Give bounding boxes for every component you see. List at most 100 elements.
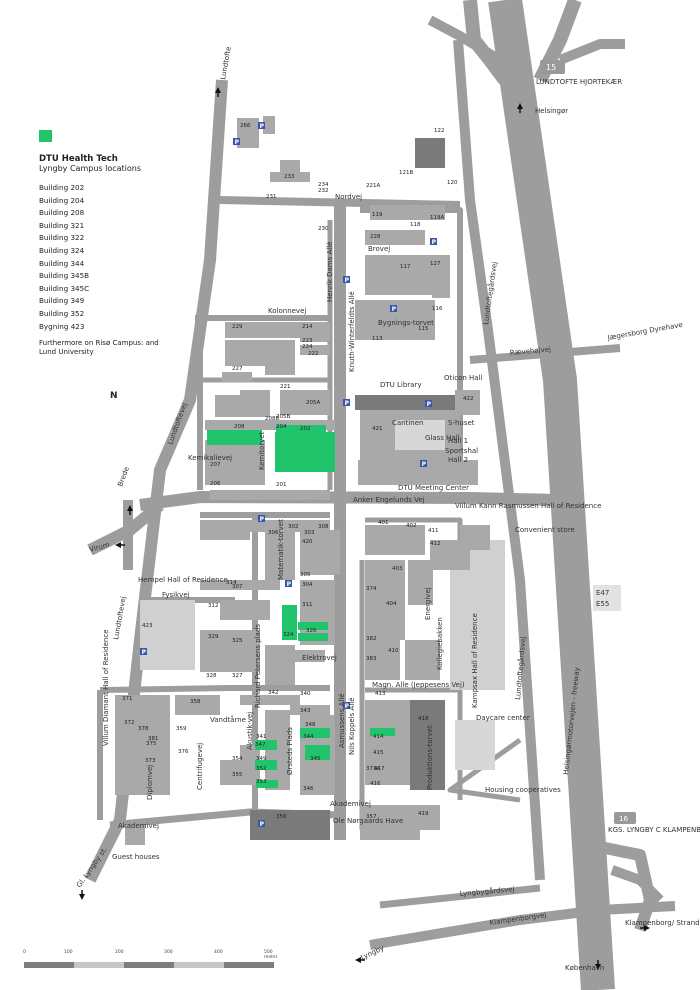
parking-icon-bg <box>390 305 397 312</box>
parking-icon-bg <box>343 276 350 283</box>
legend-item: Building 345C <box>39 283 90 293</box>
building-number: 205A <box>306 400 320 406</box>
map-label: Ole Nørgaards Have <box>333 817 403 825</box>
parking-icon-glyph: P <box>260 516 265 523</box>
legend-item: Building 202 <box>39 183 85 192</box>
road <box>369 901 676 950</box>
map-label: Villum Kann Rasmussen Hall of Residence <box>455 502 601 510</box>
building-number: 415 <box>373 750 384 756</box>
parking-icon-glyph: P <box>235 139 240 146</box>
building-number: 353 <box>256 779 267 785</box>
building-number: 221 <box>280 384 291 390</box>
health-tech-building <box>256 780 278 788</box>
parking-icon: P <box>258 515 265 523</box>
scale-bar: 0 100 200 300 400 500 meter <box>23 950 284 970</box>
route-badge <box>593 585 621 611</box>
building-number: 357 <box>366 814 377 820</box>
exit-16-number: 16 <box>619 815 628 823</box>
road <box>84 79 228 883</box>
building-number: 402 <box>406 523 417 529</box>
building <box>455 390 480 415</box>
legend-item: Building 322 <box>39 233 85 243</box>
parking-icon-glyph: P <box>422 461 427 468</box>
map-label: Magn. Alle (Jeppesens Vej) <box>372 681 465 689</box>
building-number: 328 <box>206 673 217 679</box>
map-label: København <box>565 964 604 972</box>
building-number: 312 <box>208 603 219 609</box>
map-label: Ørsteds Plads <box>286 727 294 775</box>
building <box>200 530 250 540</box>
parking-icon: P <box>258 122 265 130</box>
map-label: Brede <box>116 466 131 488</box>
legend-footnote: Furthermore on Risø Campus: and Lund Uni… <box>39 339 159 357</box>
building-number: 234 <box>318 182 329 188</box>
building <box>408 560 433 605</box>
parking-icon: P <box>233 138 240 146</box>
building-number: 372 <box>124 720 135 726</box>
building <box>222 372 252 382</box>
map-label: Hall 2 <box>448 456 468 464</box>
legend-item: Building 204 <box>39 195 85 205</box>
building-number: 416 <box>370 781 381 787</box>
map-label: Asmussens Allé <box>338 693 346 748</box>
health-tech-building <box>282 605 297 640</box>
map-label: Villum Diamant Hall of Residence <box>102 629 110 746</box>
parking-icon: P <box>430 238 437 246</box>
map-label: Elektrovej <box>302 654 337 662</box>
map-label: DTU Library <box>380 381 422 389</box>
building-number: 378 <box>138 726 149 732</box>
building-number: 204 <box>276 424 287 430</box>
parking-icon: P <box>425 400 432 408</box>
building-number: 304 <box>302 582 313 588</box>
building-number: 342 <box>268 690 279 696</box>
parking-icon-glyph: P <box>287 581 292 588</box>
building <box>365 230 425 245</box>
parking-icon: P <box>285 580 292 588</box>
exit-15-sign: 15 <box>540 60 565 74</box>
arrow-down-icon <box>595 964 601 970</box>
building <box>115 695 170 795</box>
scale-segment-4 <box>174 962 224 968</box>
parking-icon-glyph: P <box>142 649 147 656</box>
building-number: 302 <box>288 524 299 530</box>
building <box>200 630 260 660</box>
map-label: Daycare center <box>476 714 530 722</box>
legend-item: Building 208 <box>39 208 85 218</box>
building-number: 230 <box>318 226 329 232</box>
building-number: 340 <box>300 691 311 697</box>
scale-segment-3 <box>124 962 174 968</box>
parking-icon-bg <box>285 580 292 587</box>
building-number: 119 <box>372 212 383 218</box>
route-e47: E47 <box>596 589 609 597</box>
building <box>300 530 340 575</box>
scale-label-500: 500 meter <box>264 950 278 960</box>
health-tech-building <box>275 432 335 472</box>
building-number: 224 <box>302 344 313 350</box>
scale-label-0: 0 <box>23 950 26 955</box>
parking-icon: P <box>343 276 350 284</box>
map-label: Rævehøjvej <box>509 345 551 357</box>
parking-icon: P <box>343 702 350 710</box>
map-label: Lundtoftevej <box>112 596 128 641</box>
map-label: Diplomvej <box>146 765 154 800</box>
building-number: 306 <box>268 530 279 536</box>
building-number: 404 <box>386 601 397 607</box>
building-number: 412 <box>430 541 441 547</box>
building-number: 206 <box>210 481 221 487</box>
building <box>200 520 330 532</box>
building-number: 121B <box>399 170 413 176</box>
building <box>395 420 445 450</box>
health-tech-building <box>255 740 277 750</box>
legend-item: Building 324 <box>39 245 85 255</box>
building-number: 311 <box>302 602 313 608</box>
building <box>270 172 310 182</box>
parking-icon-bg <box>420 460 427 467</box>
map-label: Hall 1 <box>448 437 468 445</box>
parking-icon-bg <box>140 648 147 655</box>
building-number: 423 <box>142 623 153 629</box>
health-tech-building <box>298 622 328 630</box>
building <box>410 700 445 790</box>
building <box>365 640 400 680</box>
exit-15-number: 15 <box>546 63 556 72</box>
